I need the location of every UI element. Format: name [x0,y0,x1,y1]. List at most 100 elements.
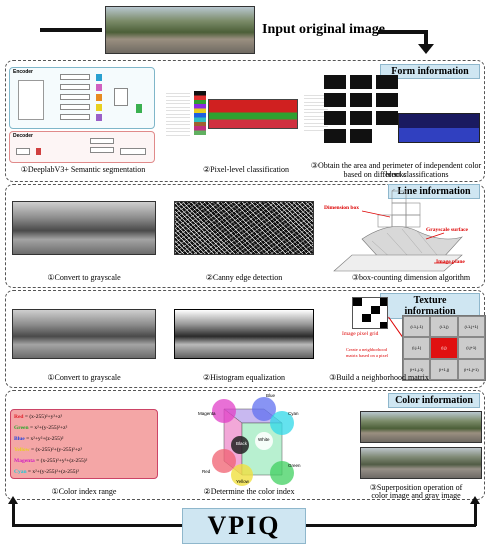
feature-map-2 [96,84,102,91]
line-section: Line information ①Convert to grayscale ②… [5,184,485,288]
formula-green: Green = x²+(y-255)²+z² [14,425,154,436]
feature-map-4 [96,104,102,111]
texture-caption-2: ②Histogram equalization [202,373,286,382]
cube-label-blue: Blue [266,393,276,398]
cube-label-cyan: Cyan [288,411,299,416]
decoder-box: Decoder [9,131,155,163]
cyan-region [270,411,294,435]
formula-magenta-expr: = (x-255)²+y²+(z-255)² [36,458,88,464]
feature-map-5 [96,114,102,121]
matrix-cell: (i-1,j-1) [403,316,431,338]
color-caption-3a: ③Superposition operation of [369,483,463,492]
footer-line-left [12,524,182,527]
aspp-block-2 [60,84,90,90]
cube-label-black: Black [236,441,248,446]
segmented-overlay [398,113,480,143]
formula-blue: Blue = x²+y²+(z-255)² [14,436,154,447]
color-caption-2: ②Determine the color index [203,487,295,496]
color-block-masks [324,75,404,151]
header-line [40,28,102,32]
texture-caption-3: ③Build a neighborhood matrix [329,373,429,382]
aspp-block-4 [60,104,90,110]
matrix-cell: (i,j-1) [403,337,431,359]
mask-5 [350,93,372,107]
yellow-region [231,464,253,486]
formula-red: Red = (x-255)²+y²+z² [14,414,154,425]
formula-cyan-expr: = x²+(y-255)²+(z-255)² [27,469,79,475]
texture-grayscale-image [12,309,156,359]
class-list-left [166,93,190,137]
header-arrow-stem [424,30,428,46]
cube-label-green: Green [288,463,301,468]
color-section: Color information Red = (x-255)²+y²+z² G… [5,390,485,500]
footer-right-arrow-head-icon [470,496,480,504]
formula-red-expr: = (x-255)²+y²+z² [24,414,63,420]
mask-10 [324,129,346,143]
encoder-output [136,104,142,113]
footer-left-arrow-head-icon [8,496,18,504]
aspp-block-3 [60,94,90,100]
formula-green-expr: = x²+(y-255)²+z² [29,425,68,431]
mask-3 [376,75,398,89]
texture-section-label: Texture information [380,293,480,319]
encoder-label: Encoder [13,69,34,75]
concat-block [114,88,128,106]
aspp-block-5 [60,114,90,120]
pixel-grid-label: Image pixel grid [342,331,379,337]
form-caption-3a: ③Obtain the area and perimeter of indepe… [310,161,482,180]
formula-yellow: Yellow = (x-255)²+(y-255)²+z² [14,447,154,458]
decoder-block-3 [90,147,114,153]
color-image [360,411,482,443]
mask-1 [324,75,346,89]
formula-green-name: Green [14,425,29,431]
formula-magenta-name: Magenta [14,458,35,464]
form-caption-3b: based on different classifications [343,170,449,179]
mask-11 [350,129,372,143]
decoder-label: Decoder [13,133,34,139]
white-region [255,432,273,450]
image-pixel-grid [352,297,388,329]
encoder-box: Encoder [9,67,155,129]
mask-9 [376,111,398,125]
formula-red-name: Red [14,414,24,420]
class-color-bar [194,91,206,135]
color-caption-1: ①Color index range [51,487,117,496]
form-section-label: Form information [380,64,480,79]
black-region [231,436,249,454]
formula-blue-expr: = x²+y²+(z-255)² [26,436,64,442]
form-section: Form information Encoder Decoder ①Deepla… [5,60,485,182]
line-caption-3: ③box-counting dimension algorithm [351,273,471,282]
vpiq-box: VPIQ [182,508,306,544]
texture-caption-1: ①Convert to grayscale [47,373,121,382]
cube-label-red: Red [202,469,211,474]
mask-8 [350,111,372,125]
mask-6 [376,93,398,107]
red-region [212,449,236,473]
image-plane [333,254,463,272]
matrix-cell: (i-1,j) [430,316,458,338]
matrix-cell: (i+1,j-1) [403,358,431,380]
form-caption-1: ①DeeplabV3+ Semantic segmentation [20,165,146,174]
line-caption-2: ②Canny edge detection [205,273,283,282]
rgb-color-cube [212,397,294,486]
color-formula-box: Red = (x-255)²+y²+z² Green = x²+(y-255)²… [10,409,158,479]
cube-label-yellow: Yellow [236,479,249,484]
feature-map-3 [96,94,102,101]
formula-magenta: Magenta = (x-255)²+y²+(z-255)² [14,458,154,469]
neighborhood-note-a: Create a neighborhood [346,347,387,352]
matrix-cell: (i+1,j+1) [457,358,485,380]
matrix-cell: (i+1,j) [430,358,458,380]
line-section-label: Line information [388,184,480,199]
mask-7 [324,111,346,125]
grayscale-surface-label: Grayscale surface [426,227,468,233]
cube-label-white: White [258,437,270,442]
footer-left-arrow-stem [12,500,15,526]
dimension-box-stack [377,189,421,228]
classified-image [208,99,298,129]
header-title: Input original image [262,22,385,37]
superposed-image [360,447,482,479]
formula-yellow-name: Yellow [14,447,30,453]
decoder-block-4 [120,148,146,155]
green-region [270,461,294,485]
line-caption-1: ①Convert to grayscale [47,273,121,282]
